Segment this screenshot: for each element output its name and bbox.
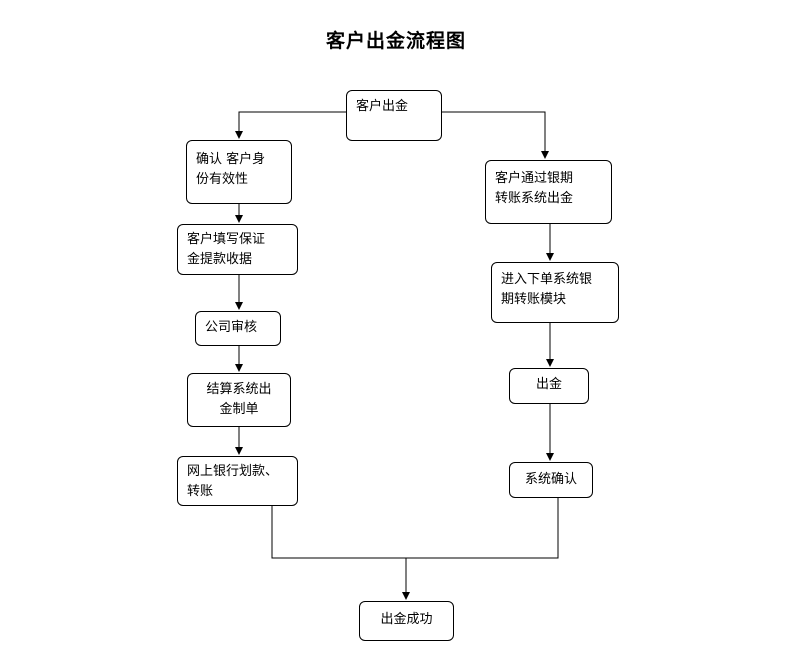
connector-merge (271, 498, 559, 559)
node-confirm-identity: 确认 客户身 份有效性 (186, 140, 292, 204)
diagram-title: 客户出金流程图 (325, 30, 466, 52)
node-success: 出金成功 (359, 601, 454, 641)
node-online-transfer: 网上银行划款、 转账 (177, 456, 298, 506)
node-company-review: 公司审核 (195, 311, 281, 346)
node-bank-futures-transfer: 客户通过银期 转账系统出金 (485, 160, 612, 224)
node-withdraw: 出金 (509, 368, 589, 404)
node-system-confirm: 系统确认 (509, 462, 593, 498)
node-fill-receipt: 客户填写保证 金提款收据 (177, 224, 298, 275)
connector-start-to-confirm (235, 111, 346, 139)
node-enter-module-label: 进入下单系统银 期转账模块 (501, 272, 593, 307)
node-bank-futures-transfer-label: 客户通过银期 转账系统出金 (495, 171, 574, 206)
node-start: 客户出金 (346, 90, 442, 141)
node-settlement-voucher: 结算系统出 金制单 (187, 373, 291, 427)
node-enter-module: 进入下单系统银 期转账模块 (491, 262, 619, 323)
connector-start-to-bank-transfer (441, 111, 549, 159)
